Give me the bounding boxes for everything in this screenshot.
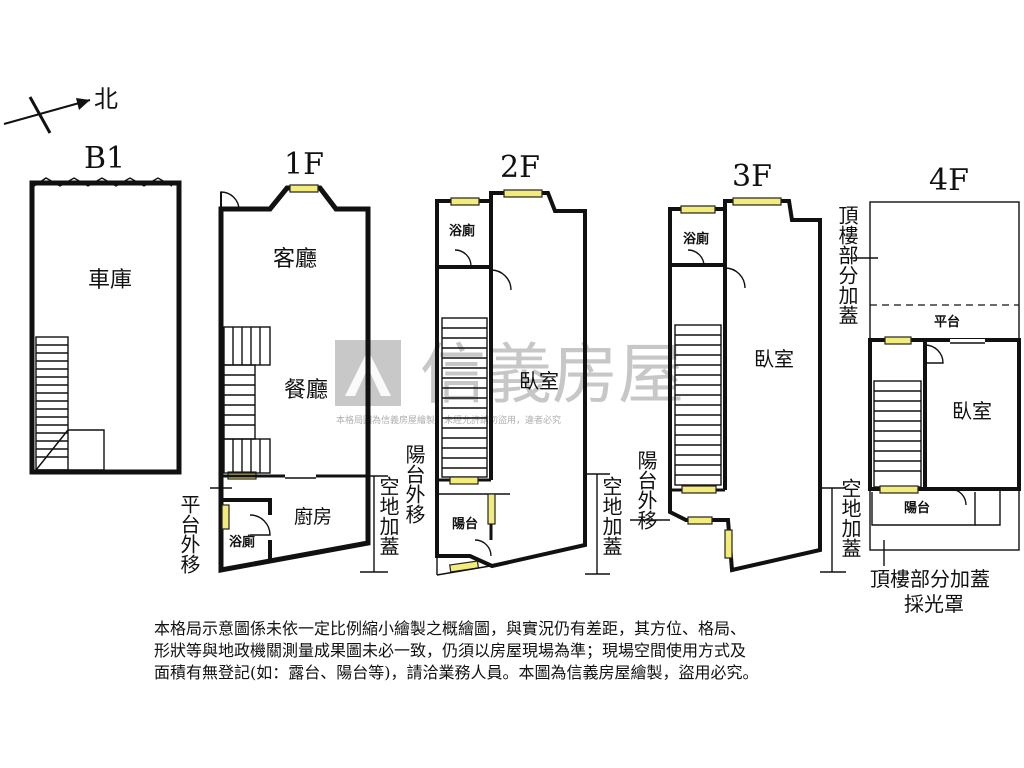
room-platform: 平台 bbox=[934, 314, 960, 330]
label-balcony-ext: 陽台外移 bbox=[402, 444, 426, 524]
room-dining: 餐廳 bbox=[284, 378, 328, 403]
floor-3f: 3F 浴廁 臥室 陽台外移 bbox=[630, 159, 822, 573]
label-skylight: 採光罩 bbox=[904, 592, 964, 616]
floor-title-b1: B1 bbox=[84, 141, 125, 176]
label-open-extension: 空地加蓋 bbox=[838, 478, 862, 558]
floor-b1: B1 車庫 bbox=[29, 141, 182, 475]
floor-title-4f: 4F bbox=[929, 163, 969, 198]
room-living: 客廳 bbox=[273, 247, 317, 272]
room-garage: 車庫 bbox=[88, 268, 132, 293]
floor-4f: 4F 平台 臥室 陽台 頂樓部分加蓋 空地加蓋 頂樓部分加蓋 採光罩 bbox=[820, 163, 1021, 616]
staircase bbox=[34, 336, 105, 471]
room-balcony: 陽台 bbox=[452, 516, 478, 532]
label-balcony-ext: 陽台外移 bbox=[634, 450, 658, 530]
staircase bbox=[674, 324, 722, 486]
room-bedroom: 臥室 bbox=[754, 347, 794, 371]
disclaimer-line: 本格局示意圖係未依一定比例縮小繪製之概繪圖，與實況仍有差距，其方位、格局、 bbox=[154, 619, 747, 638]
watermark: 信義房屋 本格局圖為信義房屋繪製，未經允許請勿盜用，違者必究 bbox=[335, 336, 684, 426]
label-platform-ext: 平台外移 bbox=[177, 494, 201, 574]
watermark-brand: 信義房屋 bbox=[420, 336, 684, 413]
north-arrow: 北 bbox=[3, 85, 118, 134]
floor-2f: 2F 浴廁 臥室 陽台 陽台外移 空地加蓋 bbox=[402, 150, 623, 576]
room-kitchen: 廚房 bbox=[294, 505, 332, 528]
room-bath: 浴廁 bbox=[229, 534, 255, 550]
label-open-extension: 空地加蓋 bbox=[376, 476, 400, 556]
floor-1f: 1F 客廳 餐廳 廚房 浴廁 平台外移 bbox=[177, 147, 400, 574]
staircase bbox=[223, 326, 271, 474]
room-bath: 浴廁 bbox=[449, 223, 475, 239]
floor-title-3f: 3F bbox=[732, 159, 772, 194]
room-bedroom: 臥室 bbox=[952, 399, 992, 423]
north-label: 北 bbox=[94, 85, 118, 113]
label-open-extension: 空地加蓋 bbox=[599, 476, 623, 556]
label-rooftop-partial: 頂樓部分加蓋 bbox=[870, 567, 990, 591]
room-bath: 浴廁 bbox=[683, 231, 709, 247]
disclaimer: 本格局示意圖係未依一定比例縮小繪製之概繪圖，與實況仍有差距，其方位、格局、 形狀… bbox=[154, 618, 854, 684]
floor-title-1f: 1F bbox=[284, 147, 324, 182]
disclaimer-line: 面積有無登記(如：露台、陽台等)，請洽業務人員。本圖為信義房屋繪製，盜用必究。 bbox=[154, 663, 759, 682]
room-balcony: 陽台 bbox=[904, 500, 930, 516]
staircase bbox=[873, 380, 922, 488]
disclaimer-line: 形狀等與地政機關測量成果圖未必一致，仍須以房屋現場為準；現場空間使用方式及 bbox=[154, 641, 747, 660]
floor-title-2f: 2F bbox=[500, 150, 540, 185]
watermark-notice: 本格局圖為信義房屋繪製，未經允許請勿盜用，違者必究 bbox=[336, 414, 561, 426]
label-rooftop-extension: 頂樓部分加蓋 bbox=[835, 205, 859, 325]
room-bedroom: 臥室 bbox=[519, 369, 559, 393]
